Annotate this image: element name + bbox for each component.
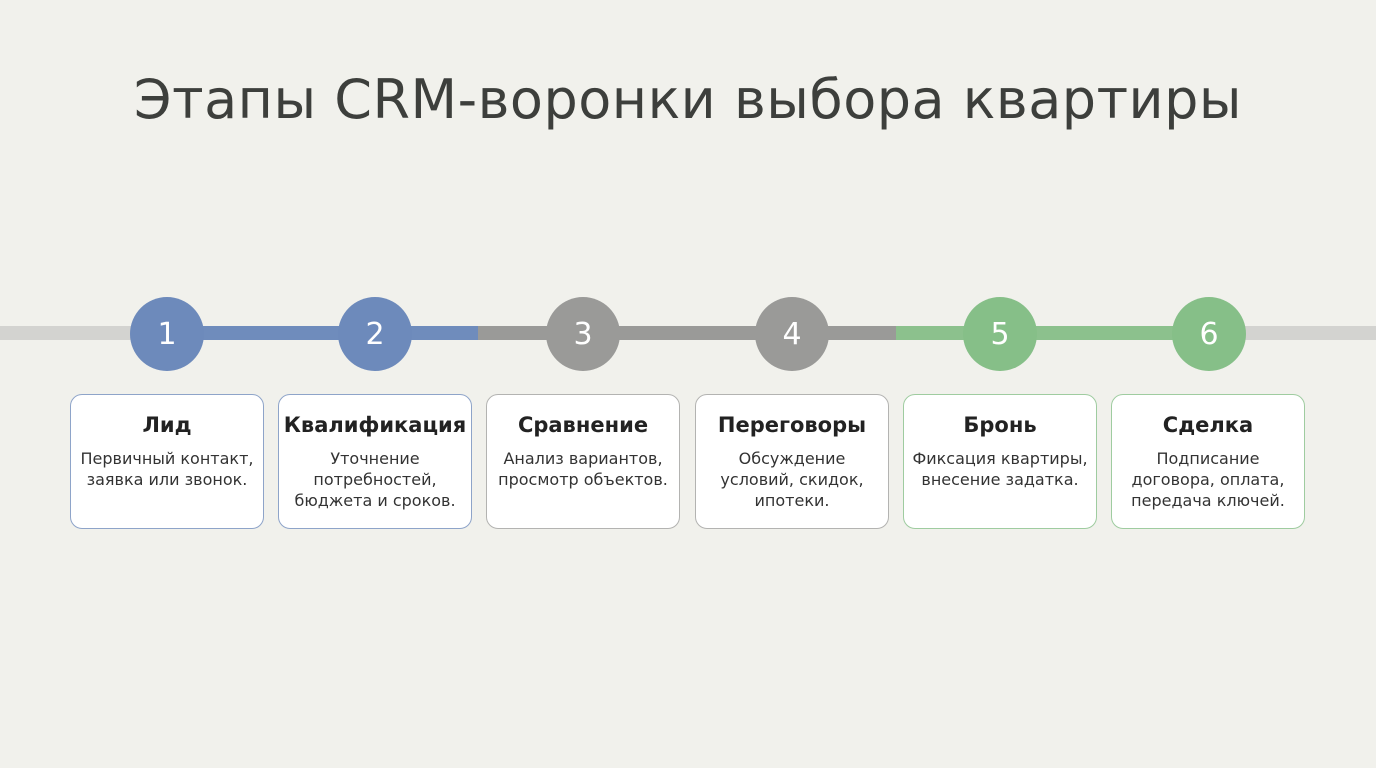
timeline-track-grey bbox=[478, 326, 898, 340]
stage-1-card: Лид Первичный контакт, заявка или звонок… bbox=[70, 394, 264, 529]
stage-5-node: 5 bbox=[963, 297, 1037, 371]
stage-3-title: Сравнение bbox=[517, 413, 649, 437]
stage-2-card: Квалификация Уточнение потребностей, бюд… bbox=[278, 394, 472, 529]
stage-6-title: Сделка bbox=[1162, 413, 1254, 437]
stage-4-title: Переговоры bbox=[717, 413, 867, 437]
stage-5-title: Бронь bbox=[963, 413, 1037, 437]
stage-5-description: Фиксация квартиры, внесение задатка. bbox=[912, 449, 1088, 489]
timeline-track-green bbox=[896, 326, 1211, 340]
stage-2-description: Уточнение потребностей, бюджета и сроков… bbox=[294, 449, 456, 510]
stage-1-node: 1 bbox=[130, 297, 204, 371]
stage-1-description: Первичный контакт, заявка или звонок. bbox=[80, 449, 254, 489]
timeline-track-start bbox=[0, 326, 170, 340]
stage-6-description: Подписание договора, оплата, передача кл… bbox=[1131, 449, 1285, 510]
stage-4-description: Обсуждение условий, скидок, ипотеки. bbox=[720, 449, 864, 510]
stage-1-title: Лид bbox=[142, 413, 192, 437]
stage-4-card: Переговоры Обсуждение условий, скидок, и… bbox=[695, 394, 889, 529]
timeline-track-blue bbox=[167, 326, 480, 340]
stage-2-node: 2 bbox=[338, 297, 412, 371]
stage-6-node: 6 bbox=[1172, 297, 1246, 371]
stage-2-title: Квалификация bbox=[283, 413, 467, 437]
stage-4-node: 4 bbox=[755, 297, 829, 371]
stage-3-description: Анализ вариантов, просмотр объектов. bbox=[498, 449, 668, 489]
stage-6-card: Сделка Подписание договора, оплата, пере… bbox=[1111, 394, 1305, 529]
page-title: Этапы CRM-воронки выбора квартиры bbox=[133, 68, 1243, 131]
timeline-track-end bbox=[1209, 326, 1376, 340]
stage-5-card: Бронь Фиксация квартиры, внесение задатк… bbox=[903, 394, 1097, 529]
stage-3-card: Сравнение Анализ вариантов, просмотр объ… bbox=[486, 394, 680, 529]
stage-3-node: 3 bbox=[546, 297, 620, 371]
